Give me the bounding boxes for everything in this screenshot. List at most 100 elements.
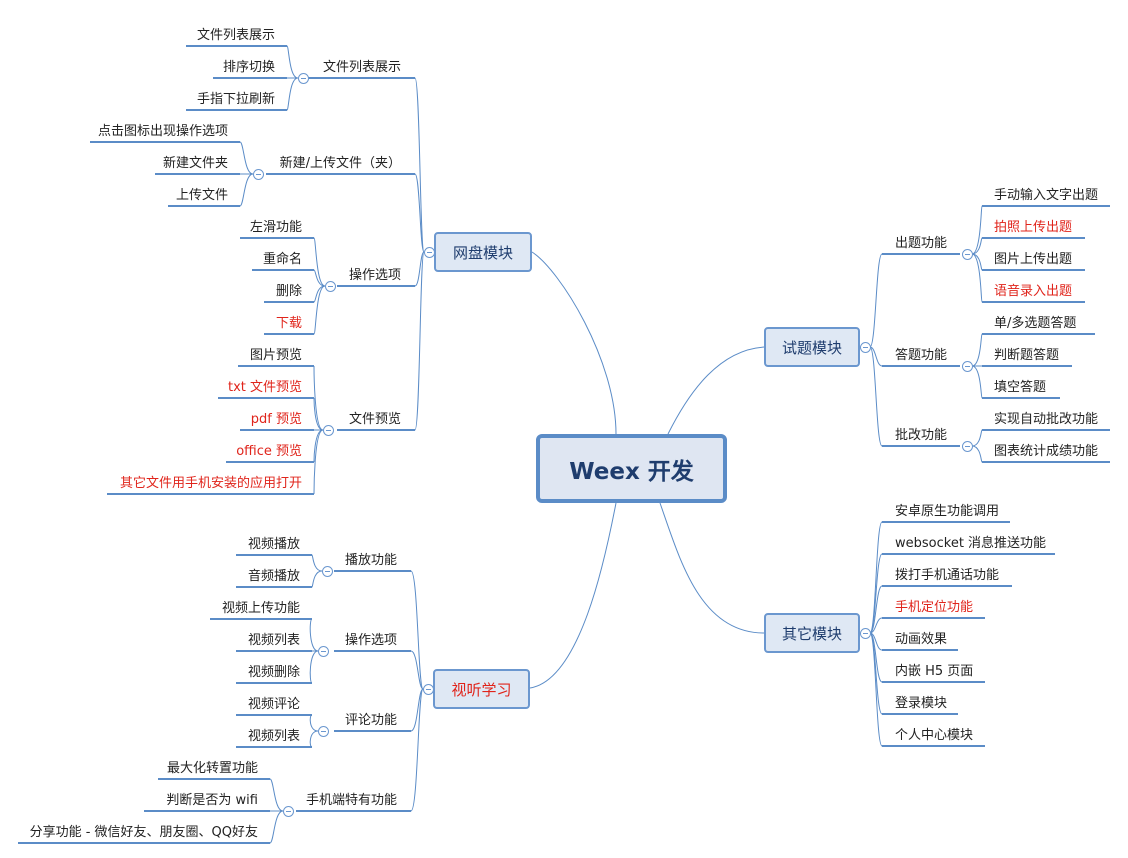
netdisk-item-label[interactable]: 删除 [275, 284, 302, 299]
exam-item-label[interactable]: 手动输入文字出题 [994, 188, 1099, 203]
netdisk-item-label[interactable]: 左滑功能 [249, 220, 302, 235]
media-group-label[interactable]: 评论功能 [344, 713, 397, 728]
netdisk-group-label[interactable]: 新建/上传文件（夹） [279, 156, 401, 171]
media-group-label[interactable]: 手机端特有功能 [305, 793, 397, 808]
collapse-toggle-icon[interactable] [323, 425, 334, 436]
underline-divider [334, 730, 411, 732]
underline-divider [296, 810, 411, 812]
exam-item-label[interactable]: 语音录入出题 [994, 284, 1073, 299]
exam-item-label[interactable]: 实现自动批改功能 [994, 412, 1099, 427]
netdisk-item-label[interactable]: 重命名 [262, 252, 302, 267]
underline-divider [882, 521, 1010, 523]
connector-exam-item [971, 365, 983, 399]
connector-netdisk-item [286, 77, 299, 111]
underline-divider [236, 682, 312, 684]
media-item-label[interactable]: 视频上传功能 [221, 601, 300, 616]
exam-item-label[interactable]: 拍照上传出题 [994, 220, 1073, 235]
branch-exam[interactable]: 试题模块 [764, 327, 860, 367]
exam-item-label[interactable]: 填空答题 [994, 380, 1047, 395]
underline-divider [337, 429, 415, 431]
connector-other-item [869, 585, 883, 634]
media-group-label[interactable]: 操作选项 [344, 633, 397, 648]
other-item-label[interactable]: 登录模块 [895, 696, 948, 711]
branch-media[interactable]: 视听学习 [433, 669, 530, 709]
underline-divider [213, 77, 287, 79]
media-item-label[interactable]: 分享功能 - 微信好友、朋友圈、QQ好友 [29, 825, 258, 840]
media-group-label[interactable]: 播放功能 [344, 553, 397, 568]
other-item-label[interactable]: 动画效果 [895, 632, 948, 647]
other-item-label[interactable]: 内嵌 H5 页面 [895, 664, 974, 679]
netdisk-item-label[interactable]: 排序切换 [222, 60, 275, 75]
collapse-toggle-icon[interactable] [318, 726, 329, 737]
collapse-toggle-icon[interactable] [860, 342, 871, 353]
connector-netdisk [531, 251, 617, 435]
underline-divider [240, 237, 314, 239]
collapse-toggle-icon[interactable] [318, 646, 329, 657]
underline-divider [240, 429, 314, 431]
netdisk-group-label[interactable]: 文件列表展示 [322, 60, 401, 75]
netdisk-item-label[interactable]: txt 文件预览 [227, 380, 302, 395]
collapse-toggle-icon[interactable] [283, 806, 294, 817]
netdisk-item-label[interactable]: 手指下拉刷新 [196, 92, 275, 107]
exam-group-label[interactable]: 答题功能 [895, 348, 948, 363]
underline-divider [266, 173, 415, 175]
connector-exam-item [971, 205, 983, 255]
netdisk-item-label[interactable]: pdf 预览 [250, 412, 302, 427]
netdisk-item-label[interactable]: 点击图标出现操作选项 [97, 124, 228, 139]
collapse-toggle-icon[interactable] [298, 73, 309, 84]
connector-exam-item [971, 445, 983, 463]
media-item-label[interactable]: 视频评论 [247, 697, 300, 712]
connector-media-item [269, 810, 284, 844]
exam-item-label[interactable]: 图片上传出题 [994, 252, 1073, 267]
other-item-label[interactable]: 手机定位功能 [895, 600, 974, 615]
netdisk-group-label[interactable]: 文件预览 [348, 412, 401, 427]
collapse-toggle-icon[interactable] [962, 361, 973, 372]
other-item-label[interactable]: 安卓原生功能调用 [895, 504, 1000, 519]
netdisk-item-label[interactable]: 上传文件 [175, 188, 228, 203]
other-item-label[interactable]: websocket 消息推送功能 [895, 536, 1047, 551]
netdisk-item-label[interactable]: 文件列表展示 [196, 28, 275, 43]
exam-group-label[interactable]: 出题功能 [895, 236, 948, 251]
media-item-label[interactable]: 视频删除 [247, 665, 300, 680]
netdisk-group-label[interactable]: 操作选项 [348, 268, 401, 283]
collapse-toggle-icon[interactable] [423, 684, 434, 695]
media-item-label[interactable]: 判断是否为 wifi [166, 793, 258, 808]
other-item-label[interactable]: 个人中心模块 [895, 728, 974, 743]
netdisk-item-label[interactable]: office 预览 [236, 444, 302, 459]
branch-netdisk[interactable]: 网盘模块 [434, 232, 532, 272]
media-item-label[interactable]: 视频列表 [247, 633, 300, 648]
netdisk-item-label[interactable]: 图片预览 [249, 348, 302, 363]
collapse-toggle-icon[interactable] [325, 281, 336, 292]
collapse-toggle-icon[interactable] [962, 249, 973, 260]
branch-other[interactable]: 其它模块 [764, 613, 860, 653]
connector-other-item [869, 521, 883, 634]
connector-netdisk-group [414, 173, 425, 253]
media-item-label[interactable]: 视频列表 [247, 729, 300, 744]
underline-divider [982, 429, 1110, 431]
media-item-label[interactable]: 最大化转置功能 [166, 761, 258, 776]
netdisk-item-label[interactable]: 下载 [275, 316, 302, 331]
media-item-label[interactable]: 音频播放 [247, 569, 300, 584]
connector-netdisk-item [313, 365, 324, 431]
connector-media-item [309, 650, 319, 684]
exam-item-label[interactable]: 图表统计成绩功能 [994, 444, 1099, 459]
collapse-toggle-icon[interactable] [424, 247, 435, 258]
exam-item-label[interactable]: 判断题答题 [994, 348, 1060, 363]
underline-divider [236, 586, 312, 588]
exam-group-label[interactable]: 批改功能 [895, 428, 948, 443]
other-item-label[interactable]: 拨打手机通话功能 [895, 568, 1000, 583]
media-item-label[interactable]: 视频播放 [247, 537, 300, 552]
underline-divider [155, 173, 240, 175]
exam-item-label[interactable]: 单/多选题答题 [994, 316, 1077, 331]
central-topic[interactable]: Weex 开发 [536, 434, 727, 503]
netdisk-item-label[interactable]: 其它文件用手机安装的应用打开 [119, 476, 302, 491]
collapse-toggle-icon[interactable] [962, 441, 973, 452]
netdisk-item-label[interactable]: 新建文件夹 [162, 156, 228, 171]
collapse-toggle-icon[interactable] [860, 628, 871, 639]
underline-divider [226, 461, 314, 463]
underline-divider [218, 397, 314, 399]
underline-divider [236, 650, 312, 652]
collapse-toggle-icon[interactable] [322, 566, 333, 577]
collapse-toggle-icon[interactable] [253, 169, 264, 180]
